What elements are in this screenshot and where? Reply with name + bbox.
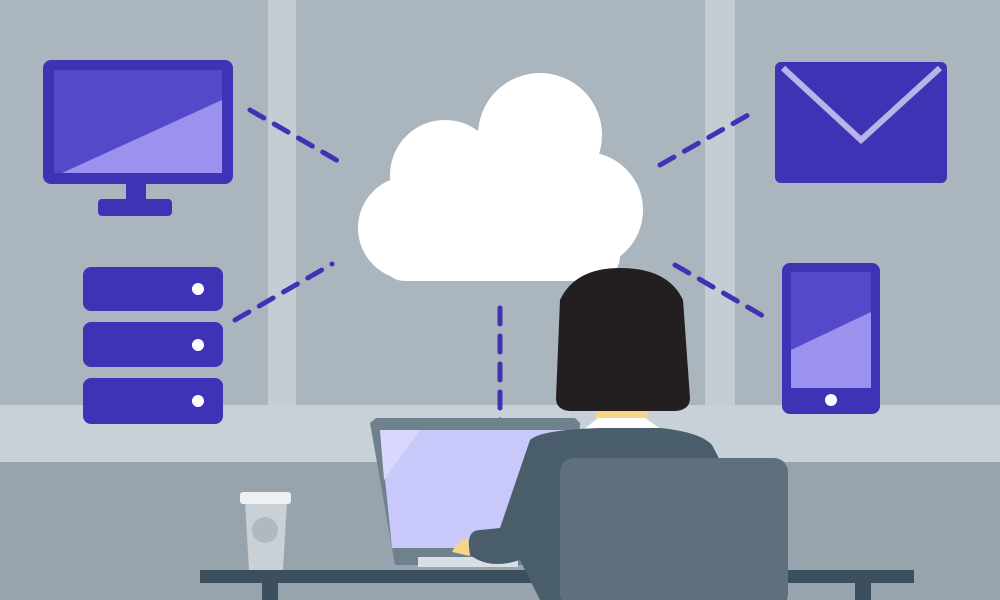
connector-tablet bbox=[672, 262, 773, 323]
window-frame-left bbox=[268, 0, 296, 410]
chair bbox=[560, 458, 788, 600]
envelope-icon bbox=[775, 62, 947, 183]
desktop-monitor-icon bbox=[43, 60, 233, 216]
connector-server bbox=[232, 261, 335, 323]
window-frame-right bbox=[705, 0, 735, 410]
connector-envelope bbox=[657, 107, 760, 168]
connector-monitor bbox=[247, 107, 348, 168]
cloud-icon bbox=[358, 73, 643, 281]
coffee-cup bbox=[240, 492, 291, 570]
hair bbox=[556, 268, 690, 411]
server-stack-icon bbox=[83, 267, 223, 424]
tablet-icon bbox=[782, 263, 880, 414]
person-at-desk bbox=[452, 268, 788, 600]
collar bbox=[583, 418, 662, 430]
hand bbox=[452, 538, 470, 556]
